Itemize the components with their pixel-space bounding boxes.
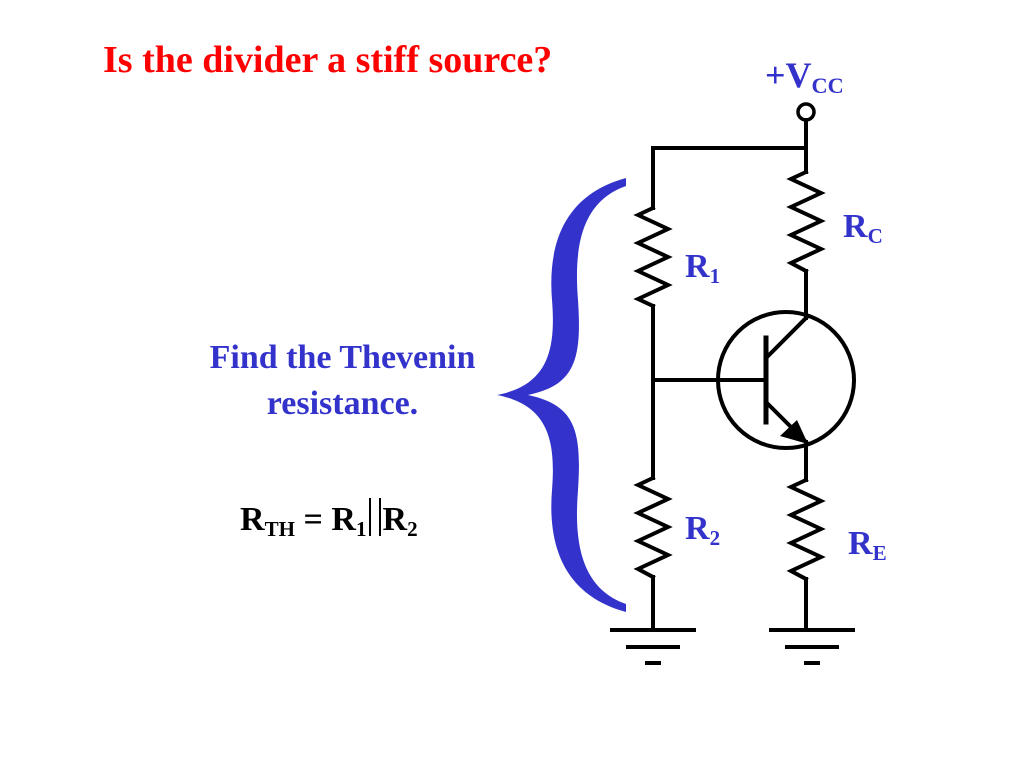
r1-label: R1 xyxy=(685,248,721,288)
rc-resistor xyxy=(786,169,826,274)
re-resistor xyxy=(786,477,826,582)
rc-label: RC xyxy=(843,208,883,248)
transistor-collector xyxy=(763,315,809,361)
slide-title: Is the divider a stiff source? xyxy=(103,39,553,81)
parallel-symbol xyxy=(368,498,381,536)
r2-label: R2 xyxy=(685,510,721,550)
thevenin-note: Find the Thevenin resistance. xyxy=(170,335,515,427)
vcc-label: +VCC xyxy=(765,55,844,99)
vcc-terminal xyxy=(796,102,816,122)
r2-resistor xyxy=(633,475,673,580)
note-line-1: Find the Thevenin xyxy=(209,339,476,376)
curly-brace xyxy=(497,178,626,612)
re-label: RE xyxy=(848,525,887,565)
emitter-arrow xyxy=(780,420,808,444)
note-line-2: resistance. xyxy=(266,385,419,422)
transistor-body xyxy=(716,310,856,450)
r1-resistor xyxy=(633,205,673,309)
